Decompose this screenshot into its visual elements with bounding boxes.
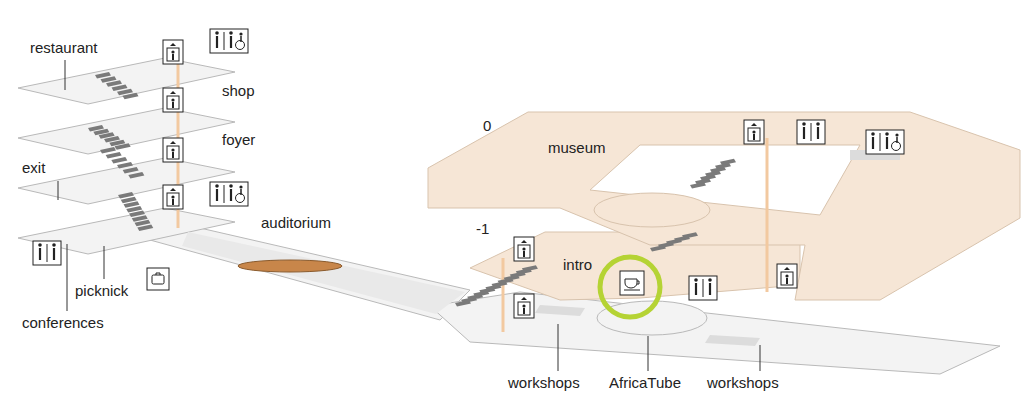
shop-plate [18,108,235,154]
toilet-icon [797,120,825,144]
stair-step [522,265,538,272]
stair-step [106,152,122,159]
leader-line [760,345,761,371]
lift-icon [514,237,534,261]
lift-icon [163,138,183,162]
toilet-icon [210,29,248,53]
area-label: picknick [75,282,128,299]
lift-icon [163,88,183,112]
auditorium-hall [182,232,465,314]
lift-shafts [178,52,767,332]
cloakroom-icon [147,268,169,290]
toilet-icon [866,130,904,154]
stair-step [720,159,736,166]
lift-icon [163,40,183,64]
stair-step [123,93,139,100]
toilet-icon [33,241,61,265]
icons [33,29,904,318]
area-label: -1 [476,220,489,237]
area-label: foyer [222,131,255,148]
museum-plate [428,112,1020,300]
area-label: auditorium [261,214,331,231]
leader-line [648,336,649,371]
table [535,305,585,316]
area-label: restaurant [30,39,98,56]
stairs [88,72,736,307]
table [705,335,760,346]
stair-step [100,147,116,154]
stair-step [111,157,127,164]
restaurant-plate [18,58,235,104]
lift-shaft [502,258,505,332]
tables [535,150,900,346]
area-label: conferences [22,314,104,331]
stair-step [123,167,139,174]
stair-step [128,172,144,179]
leader-lines [58,60,760,371]
area-label: intro [563,256,592,273]
museum-oval [594,193,710,227]
area-label: 0 [483,117,491,134]
leader-line [58,181,59,200]
area-label: workshops [508,374,580,391]
lift-icon [777,264,797,288]
corridor-plate [150,228,470,320]
lift-icon [163,185,183,209]
toilet-icon [689,276,717,300]
stair-step [682,232,698,239]
leader-line [558,324,559,371]
stair-step [137,224,153,231]
area-label: shop [222,82,255,99]
exit-plate [18,158,235,204]
area-label: museum [548,139,606,156]
leader-line [104,246,105,279]
stair-step [117,162,133,169]
lift-shaft [766,138,769,292]
cafe-icon [620,271,644,295]
leader-line [67,244,68,311]
lift-icon [514,294,534,318]
stair-step [115,143,131,150]
area-label: AfricaTube [609,374,681,391]
lift-icon [744,120,764,144]
boat [238,260,342,272]
toilet-icon [210,182,248,206]
highlight-ring [600,257,660,317]
workshop-plate [430,292,1000,374]
leader-line [65,60,66,90]
area-label: exit [22,159,45,176]
area-label: workshops [707,374,779,391]
